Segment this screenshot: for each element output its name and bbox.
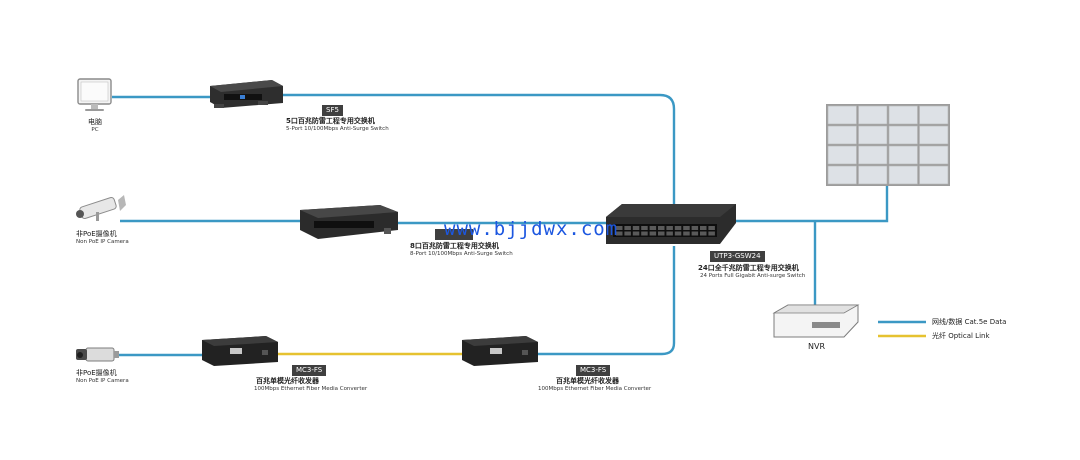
video-wall-screen	[919, 105, 949, 125]
core-tag: UTP3-GSW24	[710, 251, 765, 262]
link-core-videowall	[736, 186, 889, 223]
camera2-label-cn: 非PoE摄像机	[76, 369, 117, 377]
switch-port	[666, 231, 673, 236]
switch-port	[632, 231, 640, 236]
camera1-label: 非PoE摄像机 Non PoE IP Camera	[76, 229, 129, 245]
video-wall-screen	[858, 105, 888, 125]
switch-port	[674, 226, 682, 230]
switch-port	[674, 231, 682, 236]
switch-port	[649, 226, 657, 230]
legend-cable-label: 网线/数据 Cat.5e Data	[932, 318, 1007, 326]
sf5-tag: SF5	[322, 105, 343, 116]
nvr-icon	[772, 304, 860, 338]
pc-label-cn: 电脑	[88, 118, 102, 126]
pc-label: 电脑 PC	[76, 117, 114, 133]
switch-port	[683, 231, 690, 236]
watermark-text: www.bjjdwx.com	[444, 218, 619, 240]
sf5-name-en: 5-Port 10/100Mbps Anti-Surge Switch	[286, 126, 389, 132]
camera1-label-en: Non PoE IP Camera	[76, 239, 129, 245]
camera1-label-cn: 非PoE摄像机	[76, 230, 117, 238]
link-core-mc-right	[536, 246, 676, 356]
video-wall-screen	[888, 105, 918, 125]
core-name-cn: 24口全千兆防雷工程专用交换机	[698, 264, 799, 272]
mc-right-tag: MC3-FS	[576, 365, 611, 376]
switch-port	[708, 226, 715, 230]
switch-port	[700, 231, 707, 236]
video-wall-screen	[919, 145, 949, 165]
sf8-name-cn: 8口百兆防雷工程专用交换机	[410, 242, 499, 250]
switch-port	[658, 231, 665, 236]
sf8-switch-icon	[300, 205, 398, 239]
mc-left-icon	[202, 336, 278, 366]
video-wall-screen	[919, 125, 949, 145]
switch-port	[666, 226, 673, 230]
video-wall-screen	[888, 145, 918, 165]
bullet-camera-icon	[76, 195, 126, 221]
switch-port	[691, 231, 699, 236]
link-sf5-core	[282, 93, 676, 206]
switch-port	[616, 226, 623, 230]
video-wall-screen	[827, 165, 857, 185]
mc-right-name-cn: 百兆单模光纤收发器	[556, 377, 619, 385]
switch-port	[641, 231, 648, 236]
switch-port	[632, 226, 640, 230]
mc-left-name-cn: 百兆单模光纤收发器	[256, 377, 319, 385]
video-wall-screen	[827, 125, 857, 145]
mc-right-name-en: 100Mbps Ethernet Fiber Media Converter	[538, 386, 652, 392]
video-wall-screen	[858, 125, 888, 145]
switch-port	[624, 226, 631, 230]
mc-left-name-en: 100Mbps Ethernet Fiber Media Converter	[254, 386, 368, 392]
sf8-tag	[435, 229, 473, 240]
camera2-label-en: Non PoE IP Camera	[76, 378, 129, 384]
switch-port	[616, 231, 623, 236]
video-wall-screen	[888, 125, 918, 145]
nvr-label: NVR	[808, 342, 826, 351]
switch-port	[683, 226, 690, 230]
pc-label-en: PC	[91, 127, 99, 133]
core-name-en: 24 Ports Full Gigabit Anti-surge Switch	[700, 273, 806, 279]
camera2-label: 非PoE摄像机 Non PoE IP Camera	[76, 368, 129, 384]
mc-left-tag: MC3-FS	[292, 365, 327, 376]
video-wall-screen	[888, 165, 918, 185]
switch-port	[649, 231, 657, 236]
video-wall-screen	[827, 105, 857, 125]
video-wall-screen	[858, 145, 888, 165]
switch-port	[658, 226, 665, 230]
video-wall-icon	[826, 104, 950, 186]
sf5-name-cn: 5口百兆防雷工程专用交换机	[286, 117, 375, 125]
switch-port	[624, 231, 631, 236]
switch-port	[691, 226, 699, 230]
video-wall-screen	[858, 165, 888, 185]
video-wall-screen	[827, 145, 857, 165]
switch-port	[700, 226, 707, 230]
box-camera-icon	[76, 347, 119, 362]
switch-port	[708, 231, 715, 236]
monitor-icon	[77, 78, 112, 111]
switch-port	[641, 226, 648, 230]
sf8-name-en: 8-Port 10/100Mbps Anti-Surge Switch	[410, 251, 513, 257]
legend-fiber-label: 光纤 Optical Link	[932, 332, 990, 340]
video-wall-screen	[919, 165, 949, 185]
sf5-switch-icon	[210, 80, 283, 108]
core-switch-icon	[606, 204, 736, 244]
mc-right-icon	[462, 336, 538, 366]
